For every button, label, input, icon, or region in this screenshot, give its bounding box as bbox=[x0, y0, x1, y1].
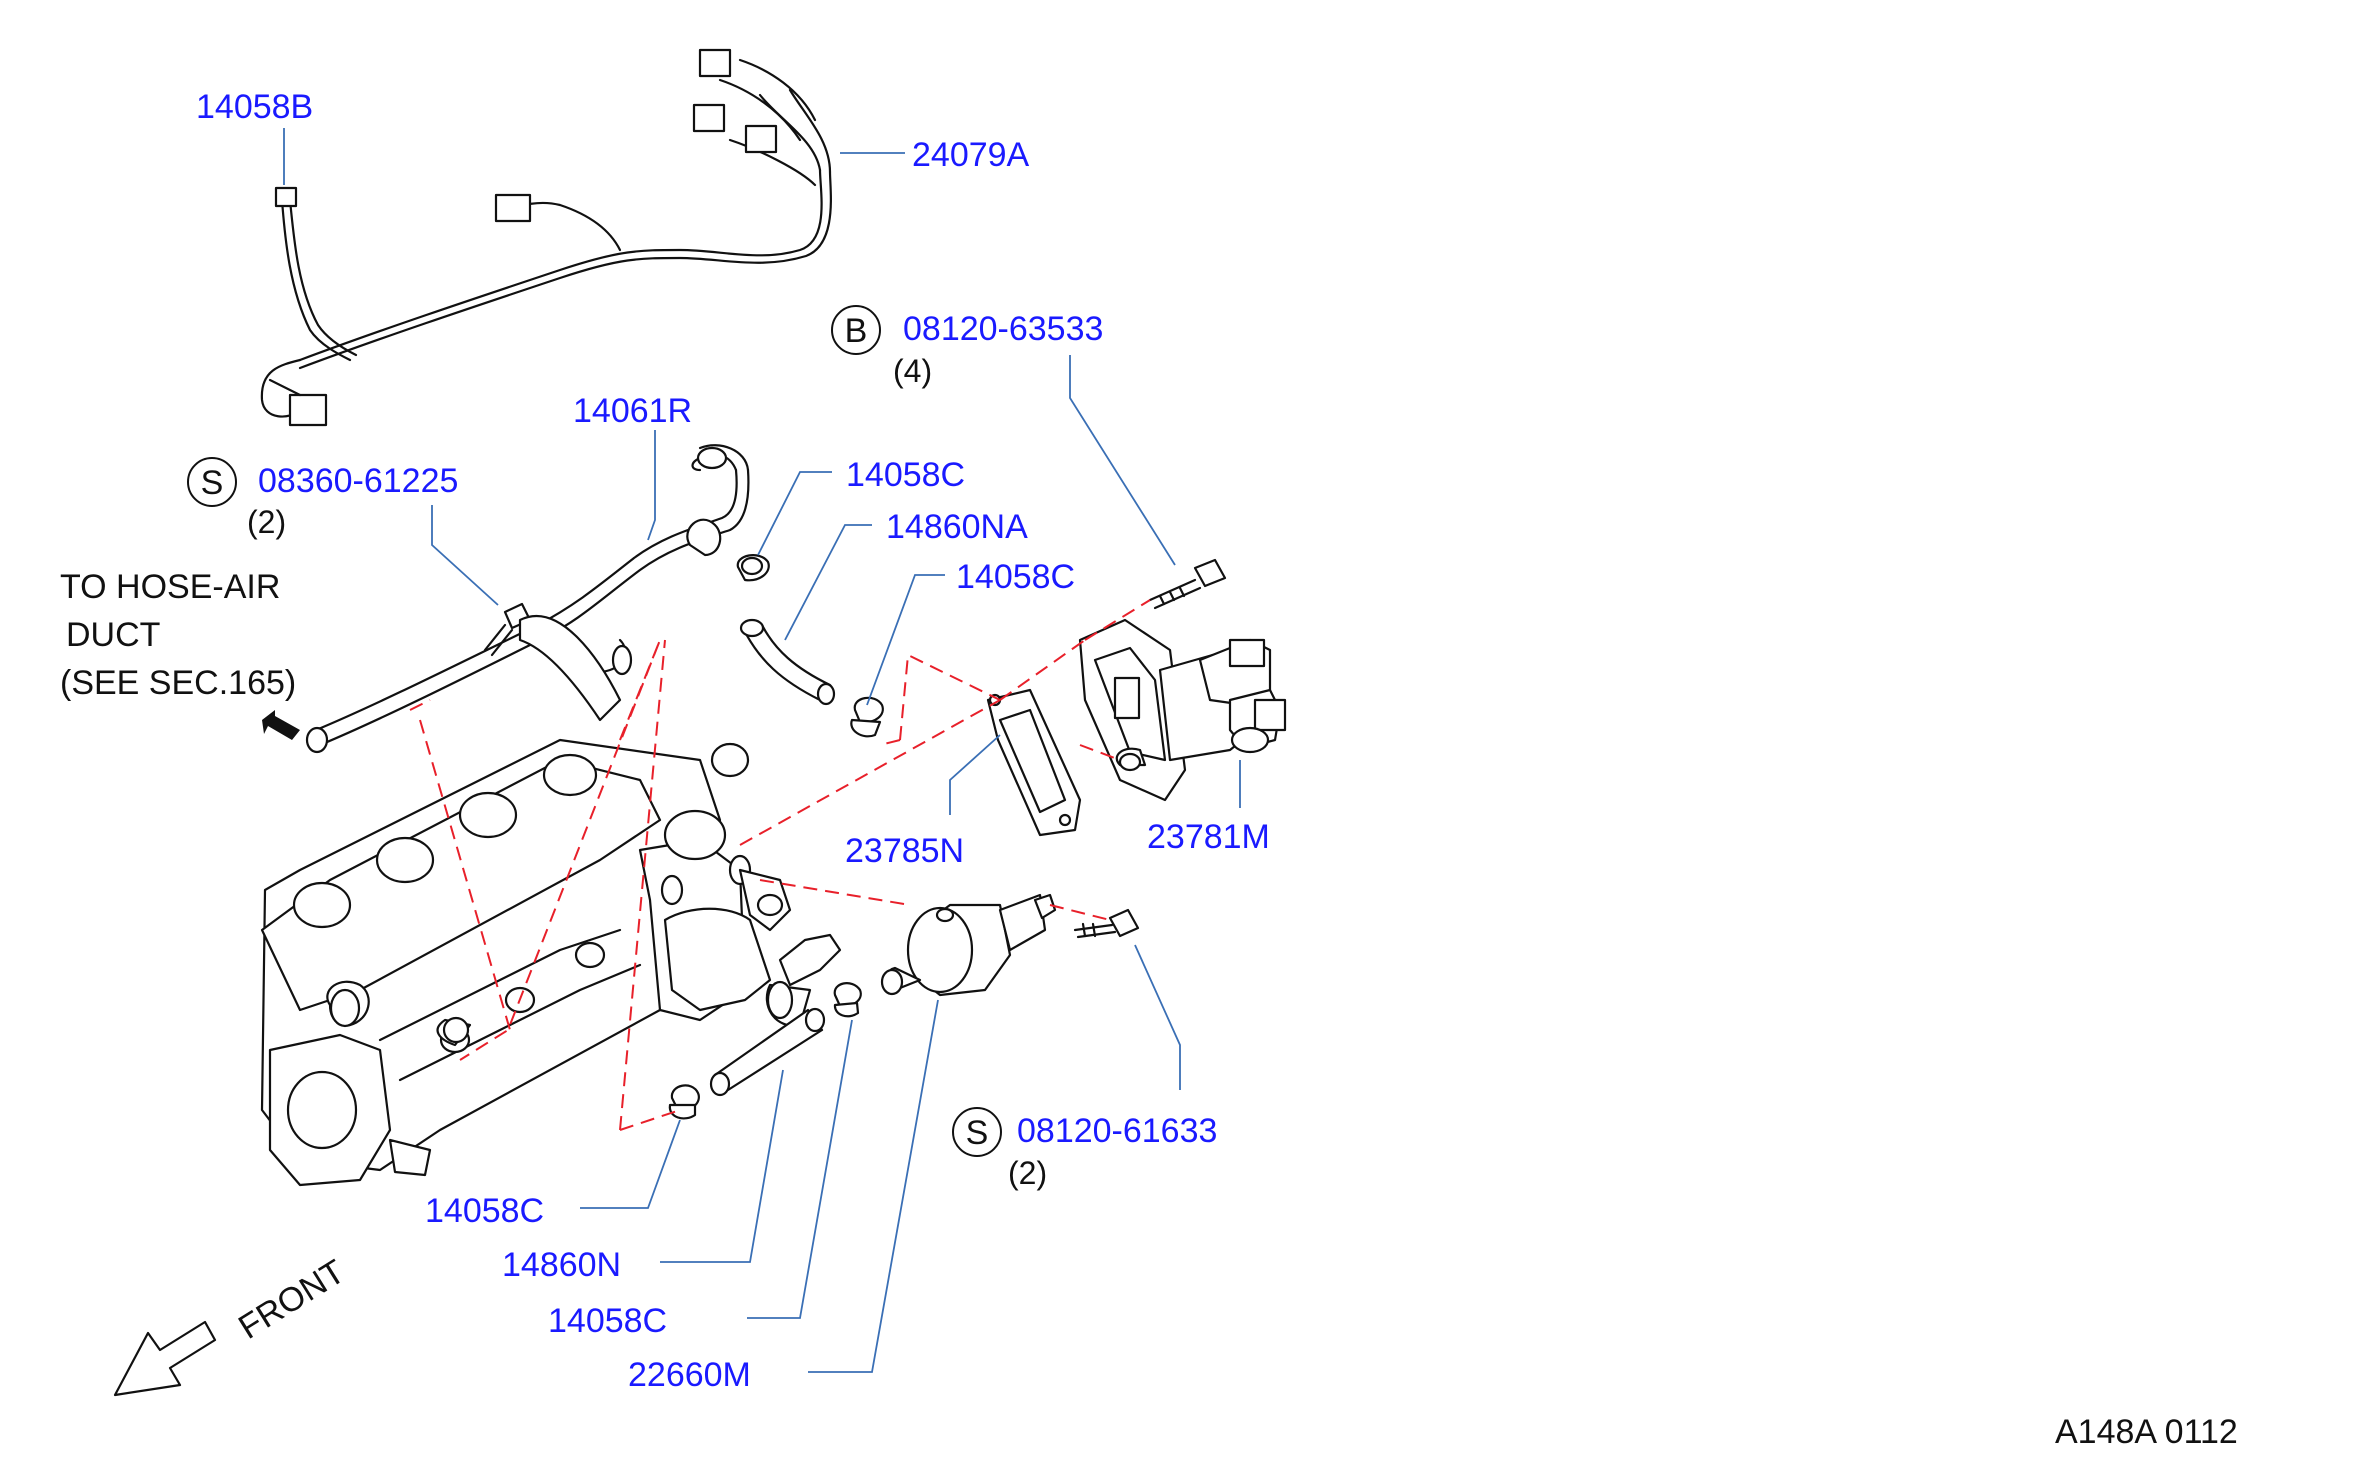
label-14058C-4[interactable]: 14058C bbox=[548, 1302, 667, 1340]
front-arrow-icon bbox=[113, 1320, 217, 1397]
svg-text:S: S bbox=[966, 1114, 989, 1152]
svg-text:DUCT: DUCT bbox=[66, 616, 160, 654]
label-14058B[interactable]: 14058B bbox=[196, 88, 313, 126]
label-22660M[interactable]: 22660M bbox=[628, 1356, 751, 1394]
label-14860NA[interactable]: 14860NA bbox=[886, 508, 1028, 546]
bolt-b-symbol: B bbox=[831, 305, 881, 355]
label-08120-63533[interactable]: 08120-63533 bbox=[903, 310, 1103, 348]
part-labels: 14058B 24079A 08120-63533 (4) 14061R 083… bbox=[196, 88, 1270, 1394]
clamp-14058C-lower-right bbox=[833, 982, 862, 1018]
hose-14061R bbox=[305, 444, 750, 754]
bolt-08120-61633 bbox=[1073, 908, 1140, 939]
label-14058C-3[interactable]: 14058C bbox=[425, 1192, 544, 1230]
gasket-23785N bbox=[986, 688, 1082, 837]
hose-14860N bbox=[709, 1007, 826, 1097]
label-23785N[interactable]: 23785N bbox=[845, 832, 964, 870]
clamp-14058C-upper bbox=[736, 554, 770, 582]
label-14860N[interactable]: 14860N bbox=[502, 1246, 621, 1284]
intake-manifold bbox=[260, 614, 842, 1187]
qty-08120-63533: (4) bbox=[893, 353, 932, 389]
qty-08120-61633: (2) bbox=[1008, 1155, 1047, 1191]
label-14061R[interactable]: 14061R bbox=[573, 392, 692, 430]
valve-23781M bbox=[1078, 618, 1287, 802]
alignment-guides bbox=[409, 599, 1151, 1131]
bolt-s-symbol-1: S bbox=[187, 457, 237, 507]
front-label: FRONT bbox=[232, 1253, 351, 1347]
label-23781M[interactable]: 23781M bbox=[1147, 818, 1270, 856]
clamp-14058C-lower-left bbox=[668, 1084, 700, 1120]
leader-lines bbox=[283, 128, 1241, 1373]
qty-08360-61225: (2) bbox=[247, 504, 286, 540]
label-08360-61225[interactable]: 08360-61225 bbox=[258, 462, 458, 500]
svg-text:B: B bbox=[845, 312, 868, 350]
diagram-code: A148A 0112 bbox=[2055, 1413, 2238, 1451]
svg-text:TO HOSE-AIR: TO HOSE-AIR bbox=[60, 568, 280, 606]
label-14058C-2[interactable]: 14058C bbox=[956, 558, 1075, 596]
hose-14860NA bbox=[739, 618, 836, 706]
bolt-08120-63533 bbox=[1148, 558, 1227, 610]
label-24079A[interactable]: 24079A bbox=[912, 136, 1030, 174]
valve-22660M bbox=[880, 893, 1057, 997]
to-hose-note: TO HOSE-AIR DUCT (SEE SEC.165) bbox=[60, 568, 296, 702]
svg-text:S: S bbox=[201, 464, 224, 502]
label-08120-61633[interactable]: 08120-61633 bbox=[1017, 1112, 1217, 1150]
clamp-14058C-mid bbox=[850, 696, 884, 738]
harness-24079A bbox=[260, 48, 832, 427]
label-14058C-1[interactable]: 14058C bbox=[846, 456, 965, 494]
to-hose-arrow-icon bbox=[262, 710, 300, 740]
svg-text:(SEE SEC.165): (SEE SEC.165) bbox=[60, 664, 296, 702]
bolt-s-symbol-2: S bbox=[952, 1107, 1002, 1157]
